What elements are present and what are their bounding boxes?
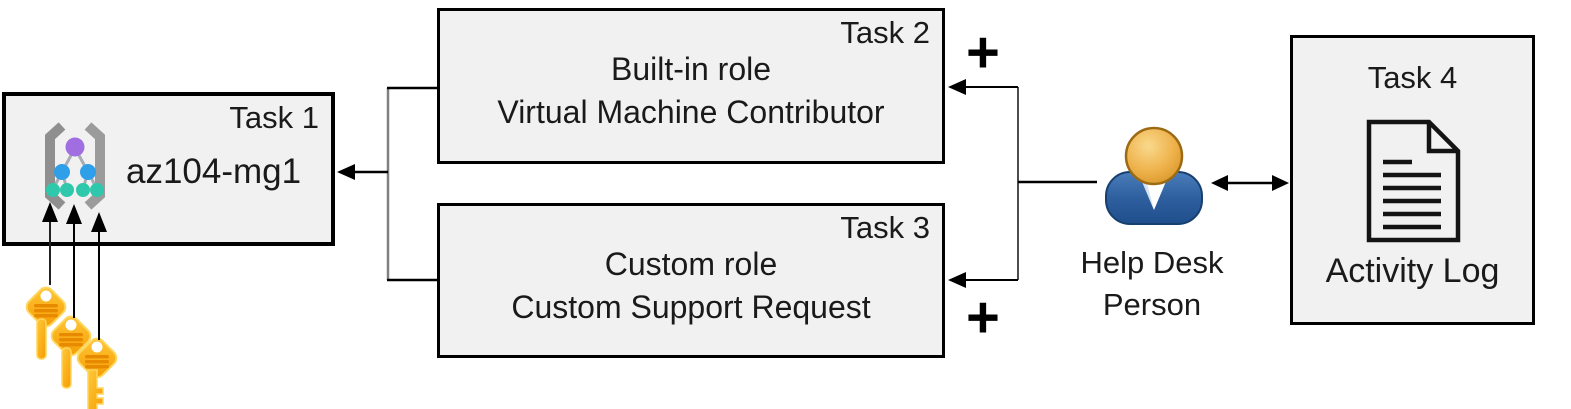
keys-icon: [25, 286, 118, 409]
task3-badge: Task 3: [840, 210, 930, 245]
plus-icon-bottom: +: [966, 285, 1000, 350]
person-label-line1: Help Desk: [1080, 245, 1224, 280]
task2-badge: Task 2: [840, 15, 930, 50]
task1-label: az104-mg1: [126, 152, 302, 191]
person-label-line2: Person: [1102, 287, 1202, 322]
activity-log-document-icon: [1366, 119, 1461, 243]
task2-box: Task 2 Built-in role Virtual Machine Con…: [437, 8, 945, 164]
management-group-icon: [45, 122, 105, 210]
task1-badge: Task 1: [229, 100, 319, 135]
task2-line1: Built-in role: [610, 51, 772, 87]
key-3: [76, 337, 118, 409]
task2-line2: Virtual Machine Contributor: [497, 94, 885, 130]
task3-line1: Custom role: [604, 246, 778, 282]
person-label: Help Desk Person: [1057, 242, 1247, 326]
task1-box: Task 1 az104-mg1: [2, 92, 335, 246]
key-2: [50, 315, 92, 389]
key-1: [25, 286, 67, 360]
person-icon: [1105, 126, 1203, 225]
task4-box: Task 4 Activity Log: [1290, 35, 1535, 325]
task3-line2: Custom Support Request: [511, 289, 871, 325]
task4-label: Activity Log: [1325, 252, 1500, 290]
task3-box: Task 3 Custom role Custom Support Reques…: [437, 203, 945, 358]
plus-icon-top: +: [966, 20, 1000, 85]
task4-badge: Task 4: [1367, 60, 1458, 95]
